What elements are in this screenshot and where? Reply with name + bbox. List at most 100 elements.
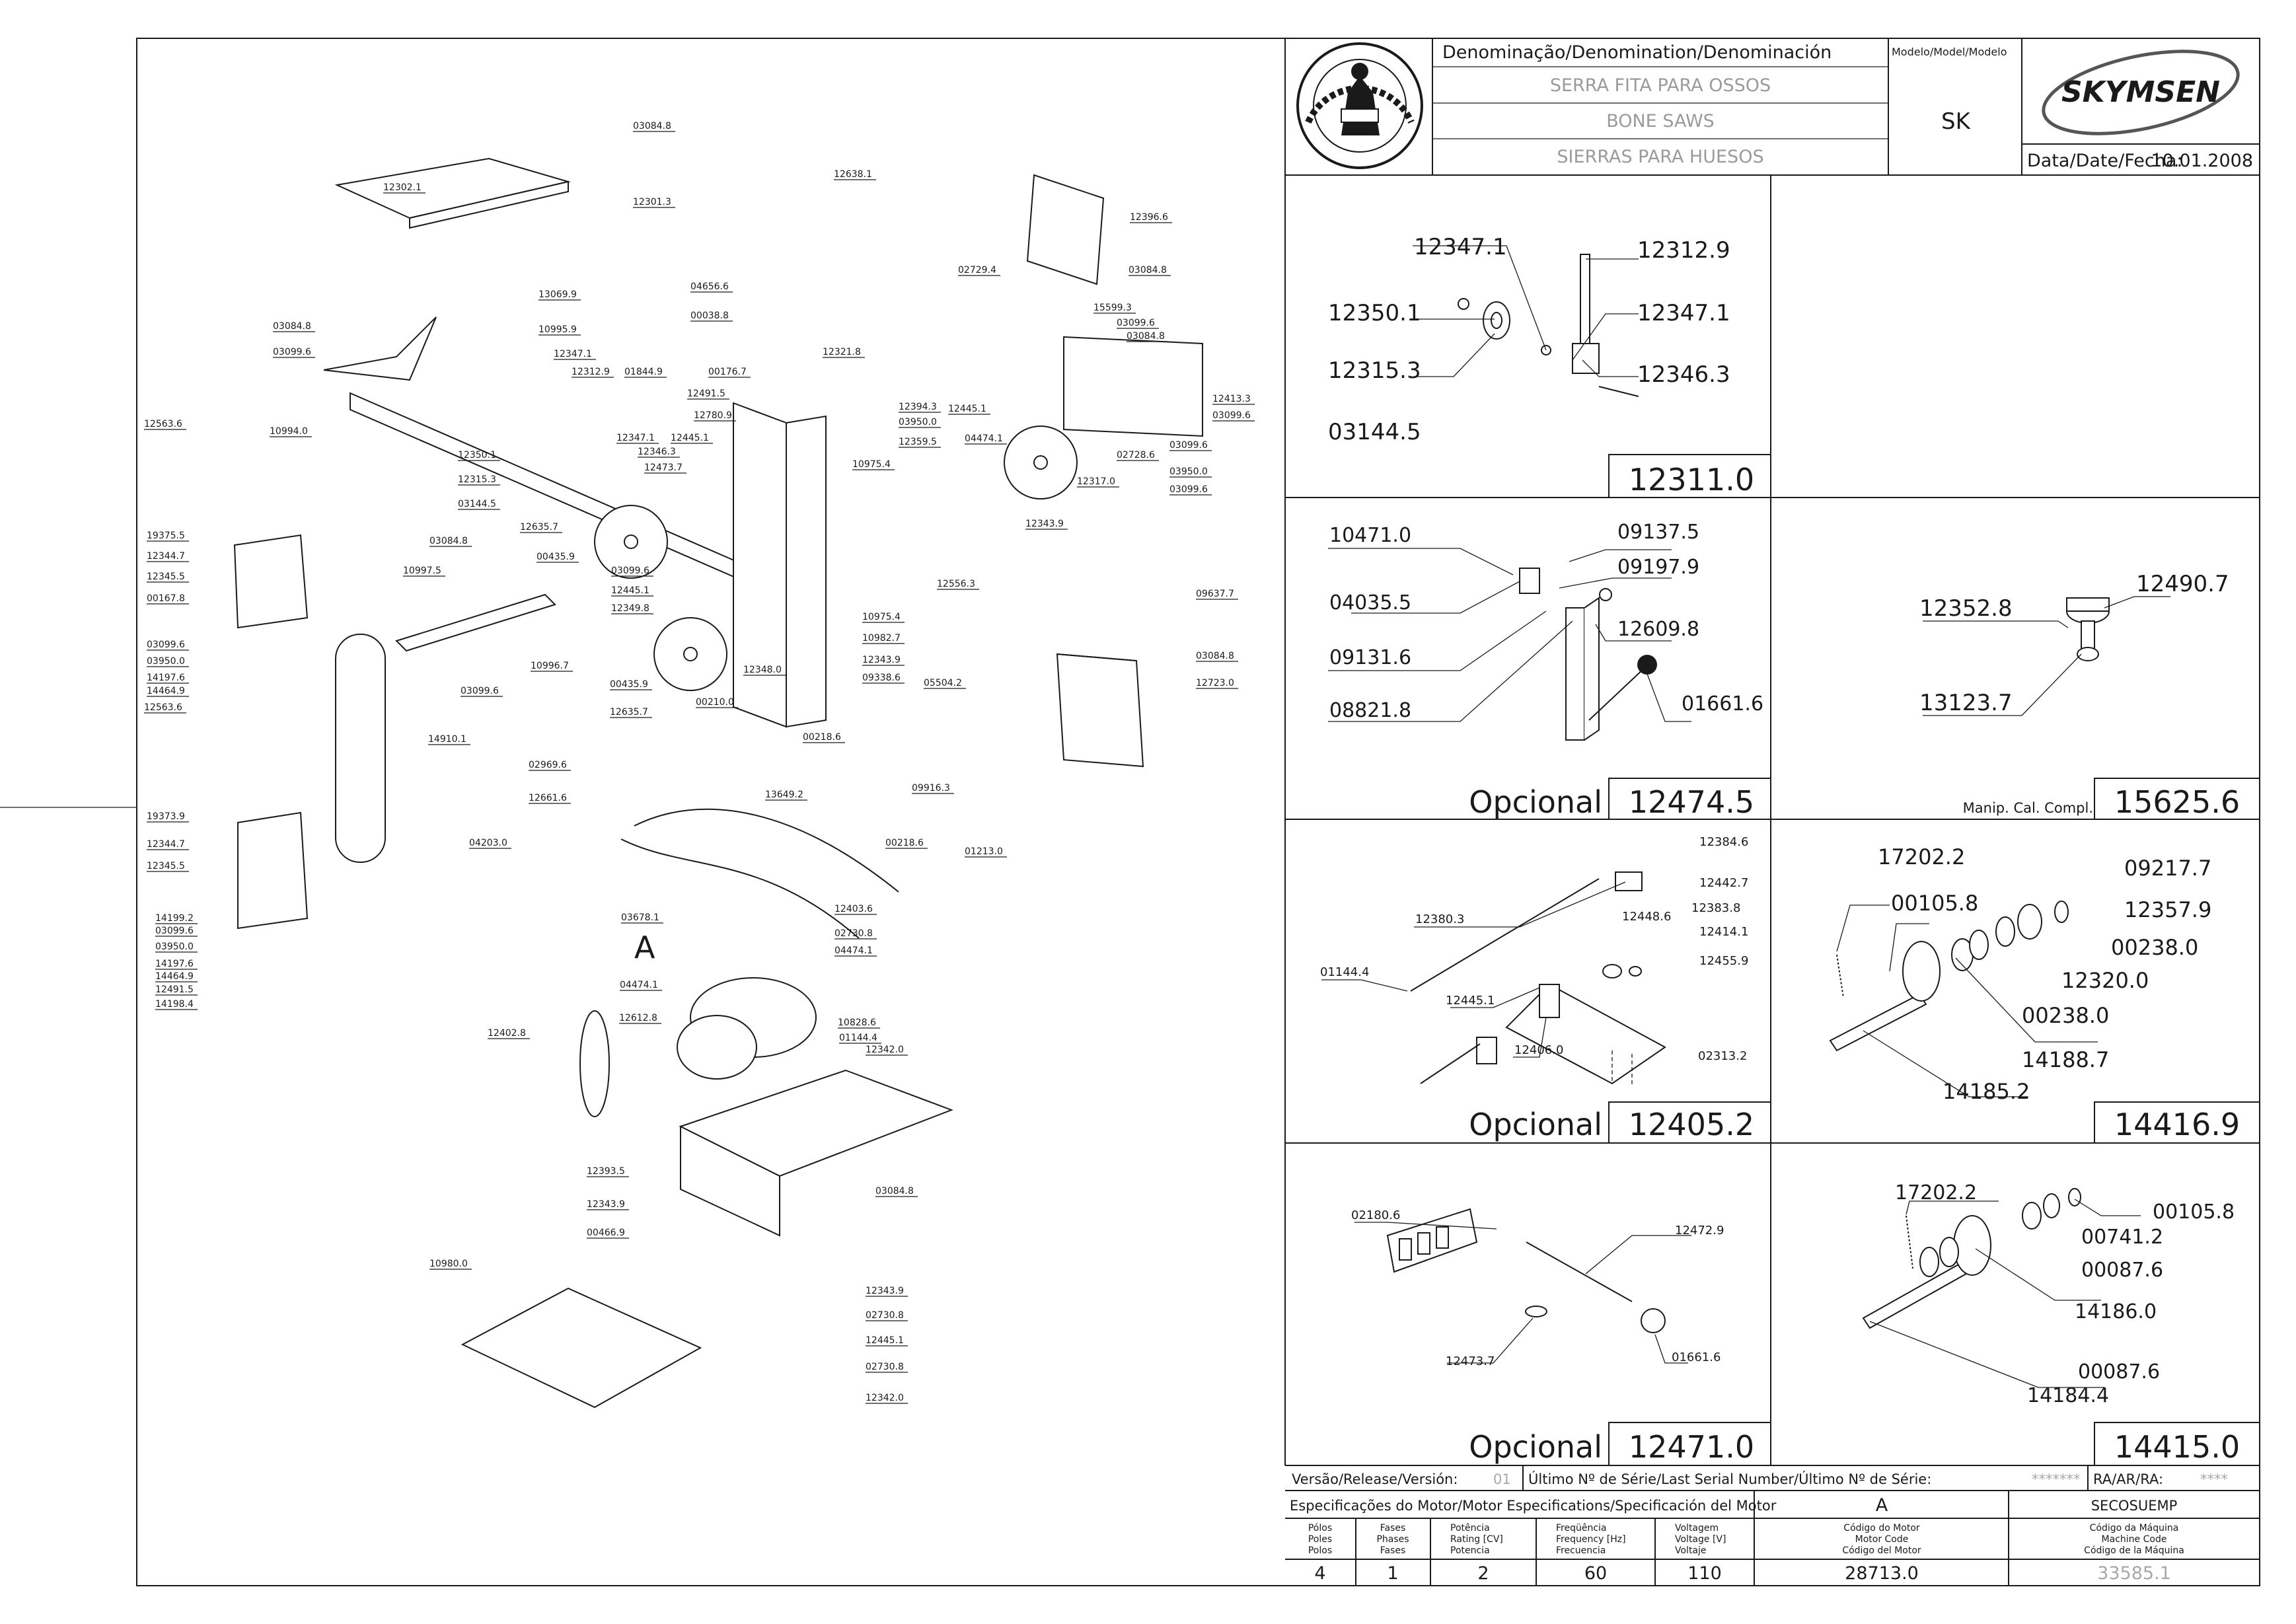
col-head: Phases: [1376, 1534, 1409, 1545]
panel-14416-drawing: [1829, 901, 2098, 1097]
part-label: 03084.8: [273, 321, 311, 332]
panel-14415-labels: 17202.2 00105.8 00741.2 00087.6 14186.0 …: [1895, 1181, 2235, 1407]
machine-name-pt: SERRA FITA PARA OSSOS: [1550, 75, 1771, 96]
col-head: Fases: [1380, 1545, 1406, 1556]
part-label: 10996.7: [531, 661, 569, 671]
col-head: Freqüência: [1556, 1523, 1607, 1533]
part-label: 12320.0: [2061, 968, 2149, 993]
part-label: 12347.1: [554, 349, 592, 359]
panel-code: 12405.2: [1629, 1107, 1754, 1142]
motor-spec-values: 4 1 2 60 110 28713.0 33585.1: [1314, 1563, 2170, 1584]
part-label: 03084.8: [1196, 651, 1234, 661]
col-head: Potência: [1450, 1523, 1490, 1533]
ra-label: RA/AR/RA:: [2093, 1471, 2163, 1487]
part-label: 12563.6: [144, 702, 182, 713]
part-label: 12344.7: [147, 551, 185, 562]
col-value: 60: [1584, 1563, 1607, 1584]
part-label: 12317.0: [1077, 476, 1115, 487]
panel-12474-labels: 10471.0 09137.5 09197.9 04035.5 12609.8 …: [1329, 521, 1763, 722]
callout-a: A: [634, 930, 655, 965]
part-label: 01661.6: [1672, 1350, 1721, 1364]
part-label: 12346.3: [1637, 361, 1730, 388]
part-label: 12347.1: [1637, 300, 1730, 326]
part-label: 12346.3: [638, 447, 676, 457]
part-label: 14186.0: [2075, 1300, 2157, 1323]
part-label: 12638.1: [834, 169, 872, 180]
col-head: Voltaje: [1675, 1545, 1707, 1556]
part-label: 13123.7: [1919, 690, 2013, 716]
part-label: 12348.0: [743, 665, 782, 675]
part-label: 14185.2: [1943, 1079, 2030, 1104]
part-label: 12635.7: [520, 522, 558, 533]
part-label: 02729.4: [958, 265, 996, 276]
part-label: 09131.6: [1329, 646, 1411, 669]
part-label: 09916.3: [912, 783, 950, 794]
part-label: 03099.6: [1117, 318, 1155, 328]
part-label: 12344.7: [147, 839, 185, 850]
part-label: 12301.3: [633, 197, 671, 207]
option-panels-grid: [1284, 175, 2260, 1466]
motor-callout: A: [1876, 1495, 1888, 1516]
panel-code: 15625.6: [2114, 784, 2240, 820]
part-label: 12448.6: [1622, 910, 1671, 924]
part-label: 12302.1: [383, 182, 422, 193]
col-value: 110: [1687, 1563, 1722, 1584]
part-label: 10994.0: [270, 426, 308, 437]
part-label: 12490.7: [2136, 571, 2229, 597]
part-label: 15599.3: [1093, 303, 1132, 313]
part-label: 03678.1: [621, 912, 659, 923]
part-label: 12413.3: [1212, 394, 1251, 404]
part-label: 09637.7: [1196, 589, 1234, 599]
part-label: 04656.6: [690, 281, 729, 292]
part-label: 12473.7: [644, 462, 683, 473]
part-label: 03099.6: [147, 640, 185, 650]
denomination-label: Denominação/Denomination/Denominación: [1442, 42, 1832, 63]
part-label: 14197.6: [155, 959, 194, 969]
panel-12311-drawing: [1413, 245, 1639, 397]
part-label: 12445.1: [671, 433, 709, 443]
part-label: 12357.9: [2124, 897, 2211, 922]
part-label: 12455.9: [1699, 954, 1748, 968]
part-label: 01213.0: [965, 846, 1003, 857]
part-label: 12347.1: [616, 433, 655, 443]
part-label: 03099.6: [461, 686, 499, 696]
authorized-seal-logo: [1296, 42, 1423, 169]
col-head: Machine Code: [2102, 1534, 2167, 1545]
part-label: 03084.8: [1129, 265, 1167, 276]
col-head: Frequency [Hz]: [1556, 1534, 1626, 1545]
part-label: 12347.1: [1414, 234, 1507, 260]
col-head: Frecuencia: [1556, 1545, 1606, 1556]
part-label: 12396.6: [1130, 212, 1168, 223]
panel-code: 12474.5: [1629, 784, 1754, 820]
part-label: 12343.9: [862, 655, 901, 665]
part-label: 03099.6: [273, 347, 311, 357]
part-label: 04474.1: [620, 980, 658, 990]
part-label: 02180.6: [1351, 1208, 1400, 1222]
part-label: 13649.2: [765, 790, 803, 800]
part-label: 12406.0: [1514, 1043, 1563, 1057]
part-label: 12352.8: [1919, 595, 2013, 622]
part-label: 12473.7: [1446, 1354, 1495, 1368]
col-value: 1: [1387, 1563, 1398, 1584]
panel-12474-drawing: [1328, 548, 1691, 741]
part-label: 01844.9: [624, 367, 663, 377]
part-label: 12359.5: [899, 437, 937, 447]
col-head: Código de la Máquina: [2084, 1545, 2184, 1556]
main-part-labels: 03084.8 12302.1 12301.3 12638.1 12396.6 02729…: [144, 121, 1255, 1404]
part-label: 00087.6: [2081, 1259, 2163, 1282]
col-head: Código da Máquina: [2090, 1523, 2179, 1533]
part-label: 12350.1: [458, 450, 496, 461]
title-block: Denominação/Denomination/Denominación Mo…: [1284, 38, 2260, 176]
part-label: 12343.9: [1025, 519, 1064, 529]
part-label: 01661.6: [1682, 692, 1763, 716]
part-label: 10980.0: [429, 1259, 468, 1269]
panel-15625-drawing: [1923, 596, 2170, 716]
part-label: 09338.6: [862, 673, 901, 683]
part-label: 01144.4: [1320, 965, 1369, 979]
part-label: 12445.1: [1446, 994, 1495, 1008]
part-label: 03099.6: [1169, 440, 1208, 451]
part-label: 12343.9: [587, 1199, 625, 1210]
panel-14415-drawing: [1862, 1188, 2141, 1388]
part-label: 14197.6: [147, 673, 185, 683]
